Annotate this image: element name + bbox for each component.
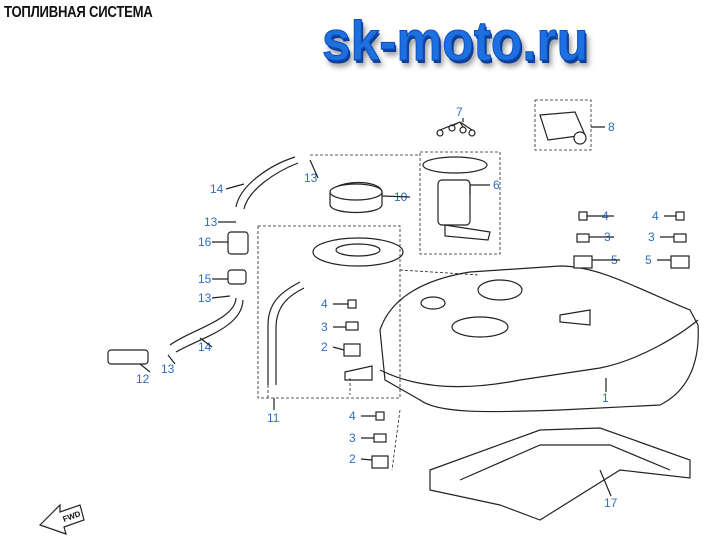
mount-hardware xyxy=(343,211,690,469)
callouts: 14 13 10 7 6 8 13 16 15 13 14 12 13 4 3 … xyxy=(136,105,659,510)
callout-3: 3 xyxy=(321,320,328,334)
callout-15: 15 xyxy=(198,272,212,286)
fuel-cap xyxy=(329,181,383,214)
page-title: ТОПЛИВНАЯ СИСТЕМА xyxy=(4,4,153,21)
filler-ring xyxy=(257,225,404,399)
callout-2: 2 xyxy=(321,340,328,354)
callout-3: 3 xyxy=(349,431,356,445)
callout-6: 6 xyxy=(493,178,500,192)
fuel-valve-12 xyxy=(107,349,149,365)
callout-11: 11 xyxy=(267,411,280,425)
callout-13: 13 xyxy=(198,291,212,305)
callout-12: 12 xyxy=(136,372,150,386)
callout-7: 7 xyxy=(456,105,463,119)
fuel-tank xyxy=(344,265,699,413)
callout-leaders xyxy=(139,118,676,497)
site-logo: sk-moto.ru xyxy=(322,9,589,73)
hose-14-lower xyxy=(169,297,244,353)
hose-14-upper xyxy=(235,156,299,210)
callout-13: 13 xyxy=(204,215,218,229)
callout-4: 4 xyxy=(349,409,356,423)
leader-lines xyxy=(267,154,481,471)
callout-14: 14 xyxy=(210,182,224,196)
callout-2: 2 xyxy=(349,452,356,466)
pump-bolts xyxy=(436,121,476,137)
fuel-pump xyxy=(419,151,501,255)
fuel-sender xyxy=(534,99,592,151)
callout-4: 4 xyxy=(321,297,328,311)
callout-4: 4 xyxy=(652,209,659,223)
callout-1: 1 xyxy=(602,391,609,405)
clamp-15 xyxy=(227,269,247,285)
callout-13: 13 xyxy=(304,171,318,185)
forward-arrow-icon: FWD xyxy=(38,503,85,535)
callout-3: 3 xyxy=(648,230,655,244)
callout-16: 16 xyxy=(198,235,212,249)
callout-17: 17 xyxy=(604,496,618,510)
callout-13: 13 xyxy=(161,362,175,376)
hose-11 xyxy=(267,281,305,385)
fuel-filter-16 xyxy=(227,231,249,255)
callout-8: 8 xyxy=(608,120,615,134)
callout-5: 5 xyxy=(645,253,652,267)
tank-tray xyxy=(429,427,691,521)
